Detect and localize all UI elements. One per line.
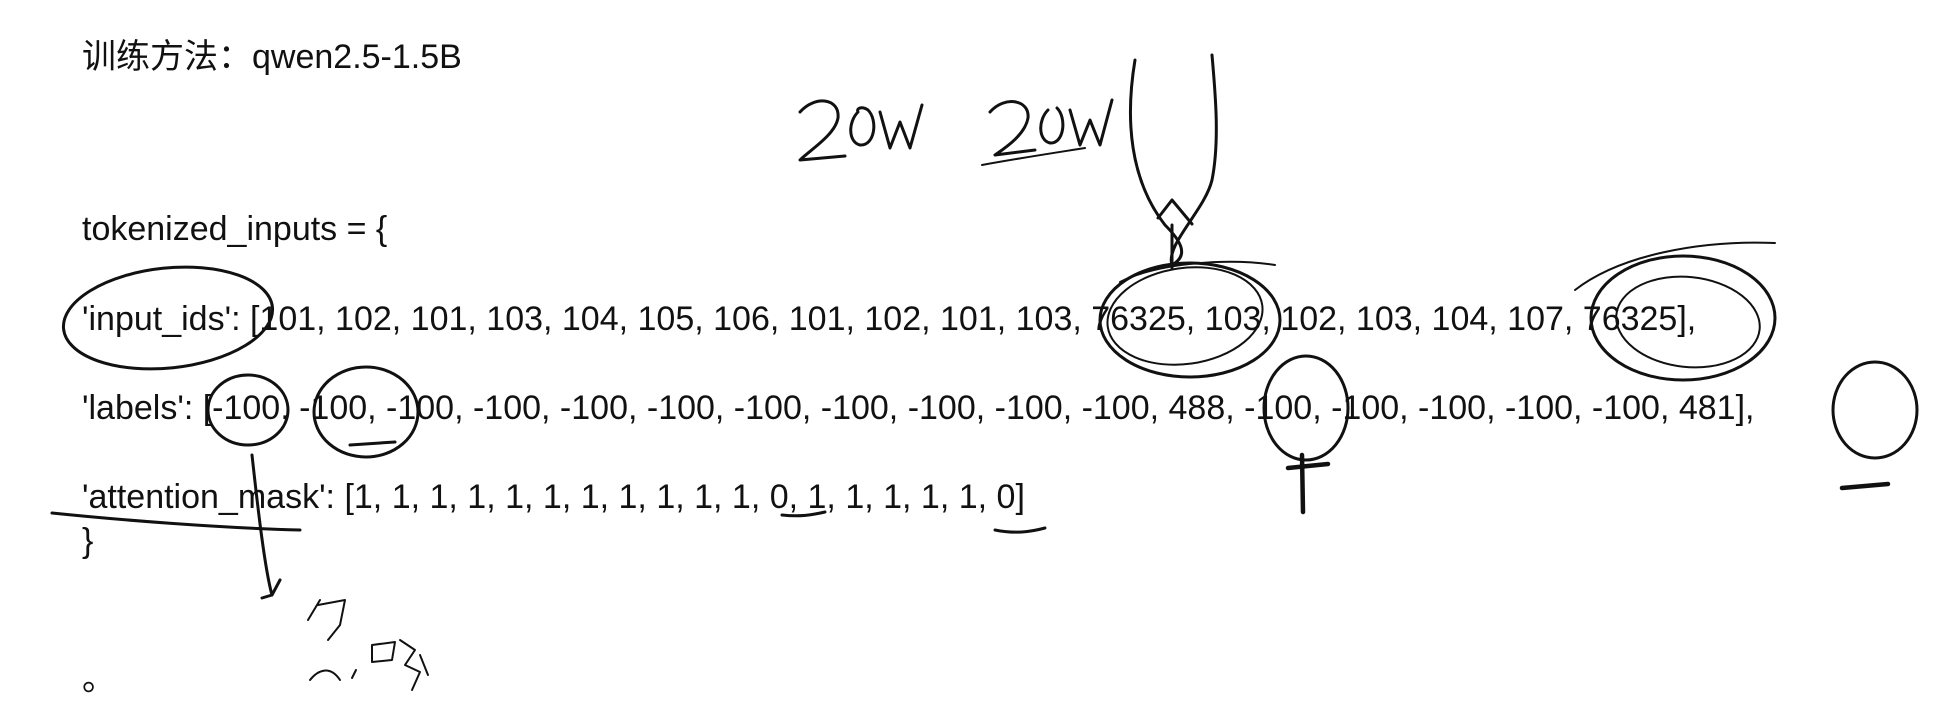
code-close-line: } bbox=[82, 522, 94, 560]
arrow-to-note bbox=[250, 453, 282, 600]
attention-mask-line: 'attention_mask': [1, 1, 1, 1, 1, 1, 1, … bbox=[82, 478, 1025, 516]
trailing-period: 。 bbox=[82, 660, 116, 698]
input-ids-line: 'input_ids': [101, 102, 101, 103, 104, 1… bbox=[82, 300, 1697, 338]
labels-line: 'labels': [-100, -100, -100, -100, -100,… bbox=[82, 389, 1755, 427]
circle-481 bbox=[1831, 360, 1919, 460]
code-open-line: tokenized_inputs = { bbox=[82, 210, 388, 248]
handwritten-note-20w-right bbox=[981, 98, 1114, 166]
underline-second-neg100 bbox=[348, 440, 397, 447]
handwritten-note-20w-left bbox=[798, 99, 924, 162]
document-title: 训练方法：qwen2.5-1.5B bbox=[82, 38, 462, 76]
handwritten-note-ignore bbox=[307, 599, 429, 691]
dash-under-481 bbox=[1839, 481, 1891, 491]
handwritten-f-under-488 bbox=[1285, 452, 1331, 515]
underline-last-zero bbox=[993, 526, 1047, 534]
arrow-to-76325 bbox=[1128, 53, 1218, 270]
